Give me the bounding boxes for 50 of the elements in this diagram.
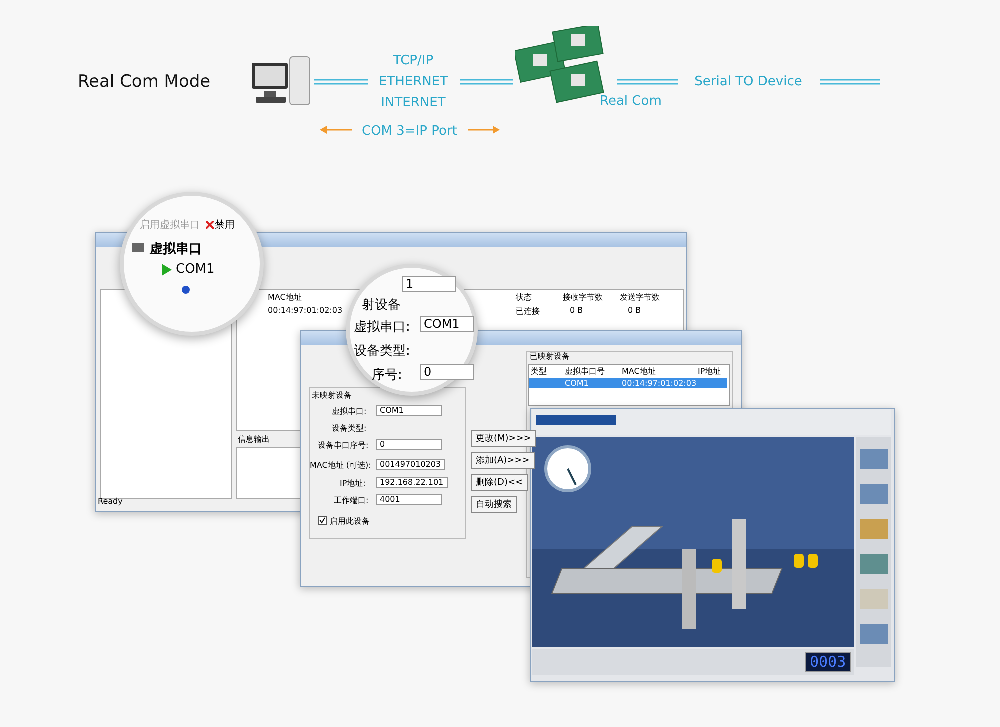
input-field: 0 bbox=[420, 364, 474, 380]
column-header: MAC地址 bbox=[268, 292, 302, 303]
input-field: 001497010203 bbox=[376, 459, 446, 470]
dropdown-field: 1 bbox=[402, 276, 456, 292]
table-cell: 已连接 bbox=[516, 306, 540, 317]
table-cell: 00:14:97:01:02:03 bbox=[268, 306, 343, 315]
field-label: 虚拟串口: bbox=[332, 406, 367, 417]
column-header: MAC地址 bbox=[622, 366, 656, 377]
group-title: 已映射设备 bbox=[530, 351, 570, 362]
panel-title: 信息输出 bbox=[238, 434, 270, 445]
column-header: IP地址 bbox=[698, 366, 722, 377]
table-cell: 00:14:97:01:02:03 bbox=[622, 379, 697, 388]
field-label: 设备类型: bbox=[354, 343, 410, 360]
change-button: 更改(M)>>> bbox=[471, 430, 536, 447]
input-field: COM1 bbox=[420, 316, 474, 332]
status-text: Ready bbox=[98, 497, 123, 506]
mode-title: Real Com Mode bbox=[78, 72, 211, 92]
column-header: 类型 bbox=[531, 366, 547, 377]
dropdown-field: 0 bbox=[376, 439, 442, 450]
node-caption: Real Com bbox=[600, 94, 662, 109]
table-cell: 0 B bbox=[628, 306, 642, 315]
group-title: 射设备 bbox=[362, 297, 401, 314]
field-label: 工作端口: bbox=[334, 495, 369, 506]
counter-display: 0003 bbox=[805, 652, 852, 672]
input-field: 192.168.22.101 bbox=[376, 477, 448, 488]
field-label: 设备串口序号: bbox=[318, 440, 369, 451]
delete-button: 删除(D)<< bbox=[471, 474, 528, 491]
field-label: 设备类型: bbox=[332, 423, 367, 434]
field-label: 虚拟串口: bbox=[354, 319, 410, 336]
checkbox-label: 启用此设备 bbox=[330, 516, 370, 527]
field-label: MAC地址 (可选): bbox=[310, 460, 372, 471]
computer-drawing bbox=[250, 55, 312, 107]
column-header: 发送字节数 bbox=[620, 292, 660, 303]
table-cell: COM1 bbox=[565, 379, 589, 388]
field-label: 序号: bbox=[372, 367, 402, 384]
dropdown-field: COM1 bbox=[376, 405, 442, 416]
port-note: COM 3=IP Port bbox=[362, 124, 458, 139]
group-title: 未映射设备 bbox=[312, 390, 352, 401]
field-label: IP地址: bbox=[340, 478, 366, 489]
input-field: 4001 bbox=[376, 494, 442, 505]
column-header: 接收字节数 bbox=[563, 292, 603, 303]
tree-item: COM1 bbox=[176, 262, 215, 277]
menu-item: 禁用 bbox=[215, 218, 235, 232]
search-button: 自动搜索 bbox=[471, 496, 517, 513]
column-header: 状态 bbox=[516, 292, 532, 303]
column-header: 虚拟串口号 bbox=[565, 366, 605, 377]
tree-item: 虚拟串口 bbox=[150, 240, 202, 258]
add-button: 添加(A)>>> bbox=[471, 452, 535, 469]
menu-item: 启用虚拟串口 bbox=[140, 218, 200, 232]
table-cell: 0 B bbox=[570, 306, 584, 315]
